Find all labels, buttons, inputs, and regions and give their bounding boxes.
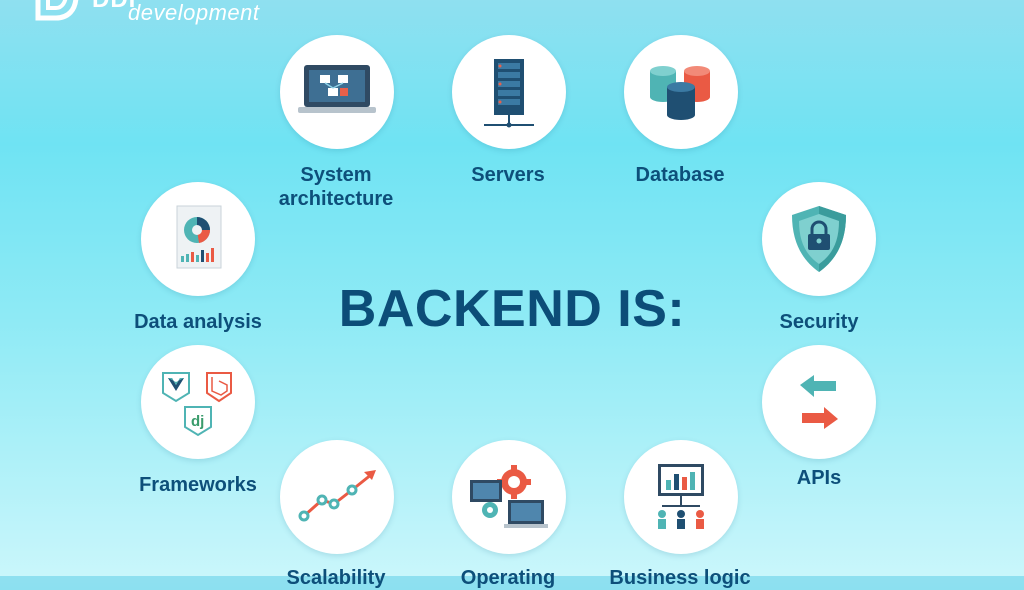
frameworks-circle: dj bbox=[141, 345, 255, 459]
operating-label: Operating bbox=[460, 567, 556, 589]
frameworks-label: Frameworks bbox=[139, 474, 257, 496]
servers-label: Servers bbox=[471, 164, 545, 186]
growth-chart-icon bbox=[298, 470, 376, 522]
report-chart-icon bbox=[176, 205, 222, 269]
scalability-label: Scalability bbox=[286, 567, 386, 589]
database-circle bbox=[624, 35, 738, 149]
logo-subtitle: development bbox=[128, 0, 260, 25]
company-logo: DDI development bbox=[34, 0, 259, 32]
system-architecture-circle bbox=[280, 35, 394, 149]
apis-label: APIs bbox=[796, 467, 842, 489]
scalability-circle bbox=[280, 440, 394, 554]
operating-devices-icon bbox=[470, 465, 548, 528]
security-label: Security bbox=[779, 311, 859, 333]
framework-logos-icon: dj bbox=[162, 372, 232, 437]
database-label: Database bbox=[635, 164, 725, 186]
data-analysis-label: Data analysis bbox=[134, 311, 262, 333]
operating-circle bbox=[452, 440, 566, 554]
system-architecture-label: System architecture bbox=[236, 163, 436, 211]
server-rack-icon bbox=[484, 59, 534, 128]
security-circle bbox=[762, 182, 876, 296]
logo-wordmark: DDI bbox=[92, 0, 136, 14]
page-title: BACKEND IS: bbox=[338, 280, 686, 338]
svg-text:dj: dj bbox=[191, 413, 204, 430]
business-logic-circle bbox=[624, 440, 738, 554]
business-team-icon bbox=[658, 464, 704, 529]
exchange-arrows-icon bbox=[800, 375, 838, 429]
servers-circle bbox=[452, 35, 566, 149]
system-architecture-text: System architecture bbox=[278, 164, 394, 210]
database-cylinders-icon bbox=[650, 66, 710, 120]
data-analysis-circle bbox=[141, 182, 255, 296]
apis-circle bbox=[762, 345, 876, 459]
business-logic-label: Business logic bbox=[609, 567, 751, 589]
shield-lock-icon bbox=[792, 206, 846, 272]
laptop-diagram-icon bbox=[298, 65, 376, 113]
logo-mark-icon bbox=[35, 0, 79, 21]
